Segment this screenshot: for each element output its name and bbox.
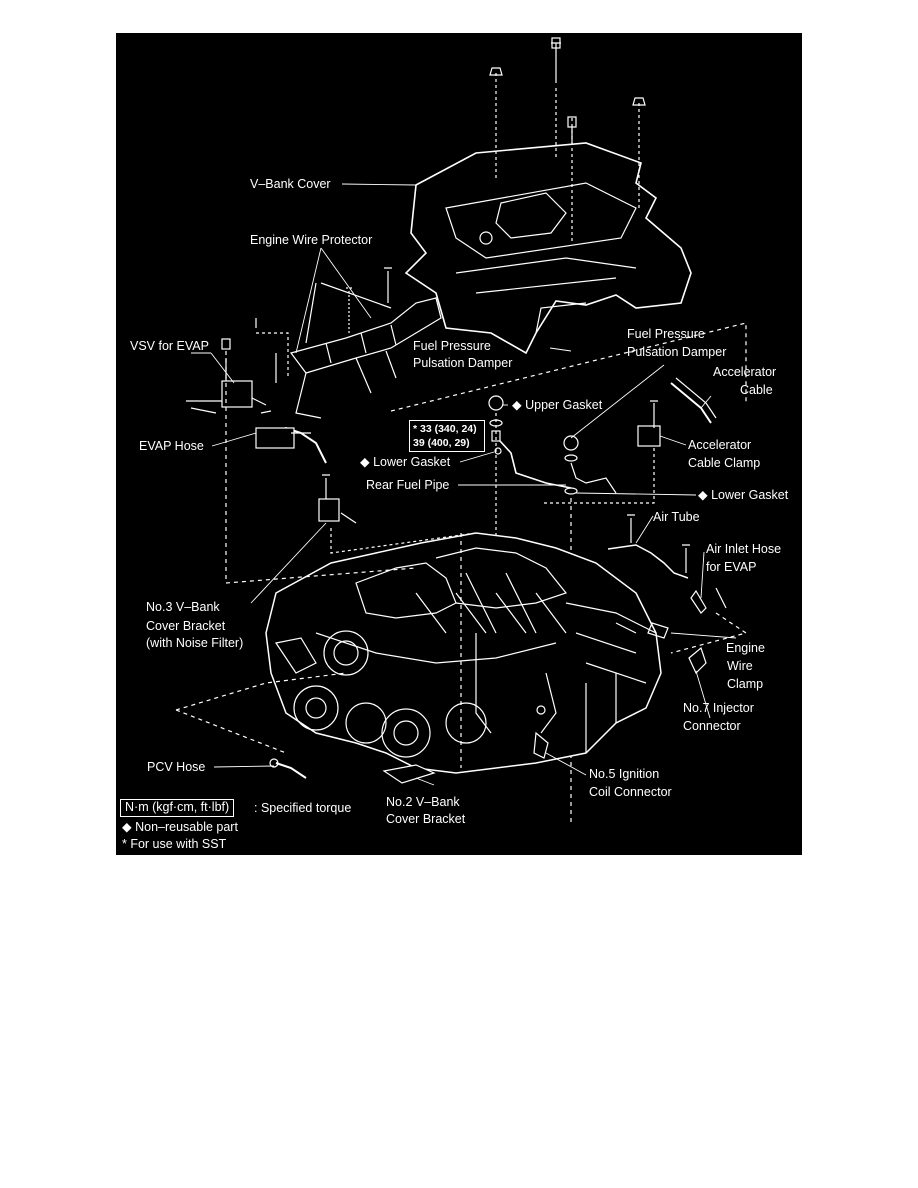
label-no5-ignition-1: No.5 Ignition [589,767,660,781]
label-engine-wire-clamp-2: Wire [727,659,753,673]
label-no3-bracket-1: No.3 V–Bank [146,600,220,614]
engine-wire-protector-shape [255,267,442,419]
legend-unit-description: : Specified torque [254,801,352,815]
label-lower-gasket-right: ◆ Lower Gasket [698,488,789,502]
accelerator-cable-shape [541,377,717,504]
label-no2-bracket-1: No.2 V–Bank [386,795,460,809]
torque-spec-line-1: * 33 (340, 24) [413,423,477,435]
label-fuel-pressure-damper-right-2: Pulsation Damper [627,345,727,359]
label-upper-gasket: ◆ Upper Gasket [512,398,603,412]
vsv-shape [186,338,272,583]
air-tube-shape [607,514,727,614]
pcv-hose-shape [269,758,307,779]
cover-bolts [489,37,646,241]
label-accelerator-cable-clamp-2: Cable Clamp [688,456,761,470]
label-no3-bracket-2: Cover Bracket [146,619,226,633]
legend-unit-box: N·m (kgf·cm, ft·lbf) [120,799,235,817]
label-air-tube: Air Tube [653,510,700,524]
label-no7-injector-1: No.7 Injector [683,701,754,715]
label-accelerator-cable-1: Accelerator [713,365,777,379]
label-fuel-pressure-damper-left-2: Pulsation Damper [413,356,513,370]
label-vsv-for-evap: VSV for EVAP [130,339,209,353]
label-pcv-hose: PCV Hose [147,760,206,774]
label-no7-injector-2: Connector [683,719,741,733]
label-engine-wire-clamp-1: Engine [726,641,765,655]
label-evap-hose: EVAP Hose [139,439,204,453]
exploded-diagram: V–Bank Cover Engine Wire Protector VSV f… [116,33,802,855]
legend-non-reusable: ◆ Non–reusable part [122,820,238,834]
engine-block-shape [265,532,662,774]
label-v-bank-cover: V–Bank Cover [250,177,331,191]
evap-hose-shape [255,426,327,464]
label-engine-wire-protector: Engine Wire Protector [250,233,373,247]
label-no2-bracket-2: Cover Bracket [386,812,466,826]
label-fuel-pressure-damper-left-1: Fuel Pressure [413,339,491,353]
no3-bracket-shape [318,474,477,554]
label-accelerator-cable-2: Cable [740,383,773,397]
no2-bracket-shape [382,764,436,784]
label-engine-wire-clamp-3: Clamp [727,677,764,691]
v-bank-cover-shape [404,142,692,355]
label-no5-ignition-2: Coil Connector [589,785,672,799]
label-accelerator-cable-clamp-1: Accelerator [688,438,752,452]
leader-lines [191,183,737,786]
connectors-shape [533,622,707,759]
label-lower-gasket-left: ◆ Lower Gasket [360,455,451,469]
torque-spec-box: * 33 (340, 24) 39 (400, 29) [409,420,485,452]
label-air-inlet-hose-2: for EVAP [706,560,757,574]
torque-spec-line-2: 39 (400, 29) [413,437,470,449]
label-air-inlet-hose-1: Air Inlet Hose [706,542,782,556]
phantom-lines [175,533,748,768]
label-fuel-pressure-damper-right-1: Fuel Pressure [627,327,705,341]
legend-sst-note: * For use with SST [122,837,227,851]
label-no3-bracket-3: (with Noise Filter) [146,636,244,650]
label-rear-fuel-pipe: Rear Fuel Pipe [366,478,450,492]
line-art [175,37,748,823]
